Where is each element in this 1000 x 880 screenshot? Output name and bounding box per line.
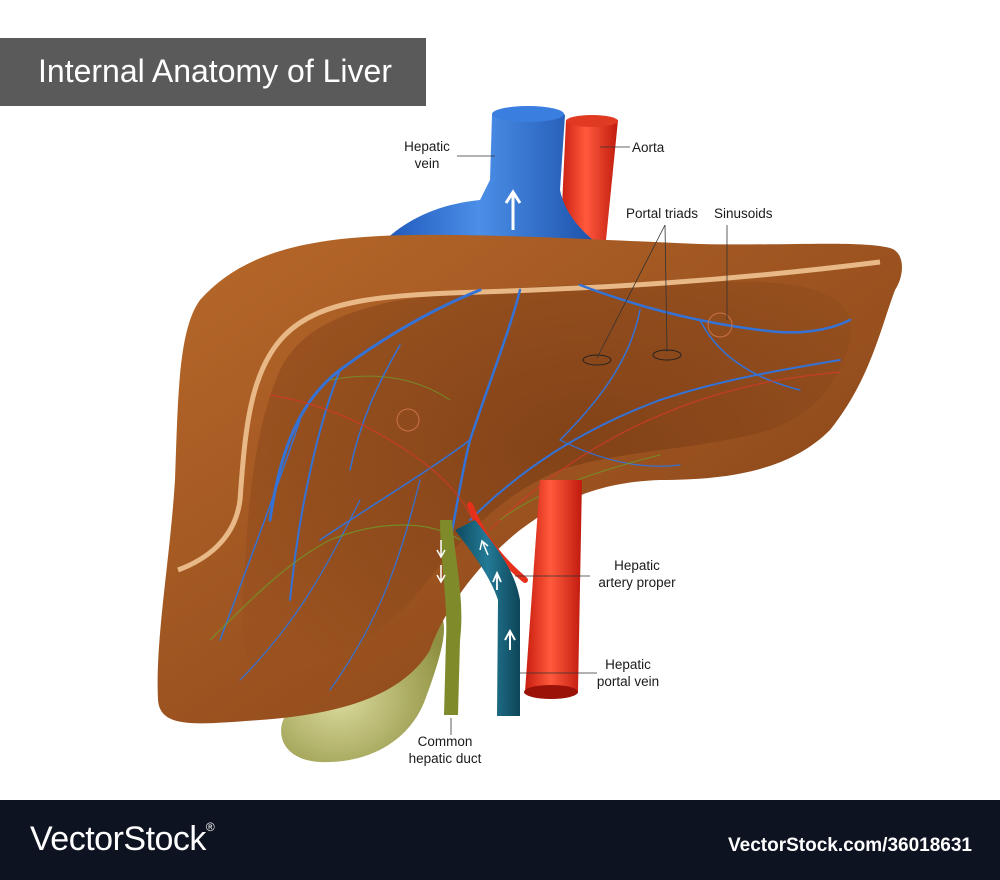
label-aorta: Aorta [632, 140, 665, 155]
aorta-upper [560, 120, 618, 250]
label-portal-triads: Portal triads [626, 206, 698, 221]
title-banner: Internal Anatomy of Liver [0, 38, 426, 106]
liver-interior [242, 281, 852, 681]
hepatic-portal-vein [455, 520, 520, 716]
aorta-lower [525, 480, 582, 692]
sinusoid-swirl [707, 312, 733, 338]
brand-logo: VectorStock® [30, 820, 215, 858]
watermark-footer: VectorStock® VectorStock.com/36018631 [0, 800, 1000, 880]
hepatic-vein [380, 108, 600, 245]
image-id: VectorStock.com/36018631 [728, 835, 972, 856]
page-title: Internal Anatomy of Liver [38, 53, 392, 89]
falciform-line [177, 259, 881, 573]
arterial-branches [209, 371, 841, 641]
common-hepatic-duct [440, 520, 462, 715]
label-sinusoids: Sinusoids [714, 206, 773, 221]
sinusoid-swirl [396, 408, 420, 432]
leader-lines [450, 146, 728, 735]
venous-branches [219, 283, 852, 691]
portal-triad-marker [582, 354, 612, 366]
